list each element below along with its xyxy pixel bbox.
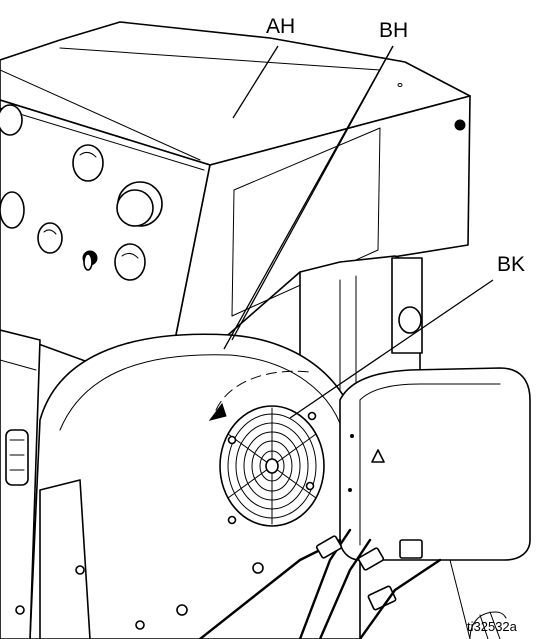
rotation-arrow-icon: [208, 402, 227, 421]
left-housing: [0, 329, 91, 639]
leader-bk: [289, 279, 494, 419]
figure-reference: ti32532a: [467, 619, 517, 634]
fan-screw-2: [307, 411, 317, 421]
hoses-fittings: [135, 528, 507, 639]
leader-bh-2: [231, 45, 394, 341]
callout-ah-label: AH: [266, 15, 296, 38]
warning-triangle-icon: [371, 449, 385, 463]
fan-guard: [219, 405, 325, 527]
motor-cover: [339, 367, 531, 561]
fan-screw-1: [227, 435, 237, 445]
fan-screw-4: [227, 515, 237, 525]
callout-bk-label: BK: [497, 253, 526, 276]
screw-top-right: [454, 119, 466, 131]
fan-screw-3: [305, 481, 315, 491]
control-box: [0, 21, 471, 391]
control-knobs: [0, 104, 163, 281]
callout-bh-label: BH: [379, 19, 409, 42]
leader-ah: [232, 45, 279, 119]
